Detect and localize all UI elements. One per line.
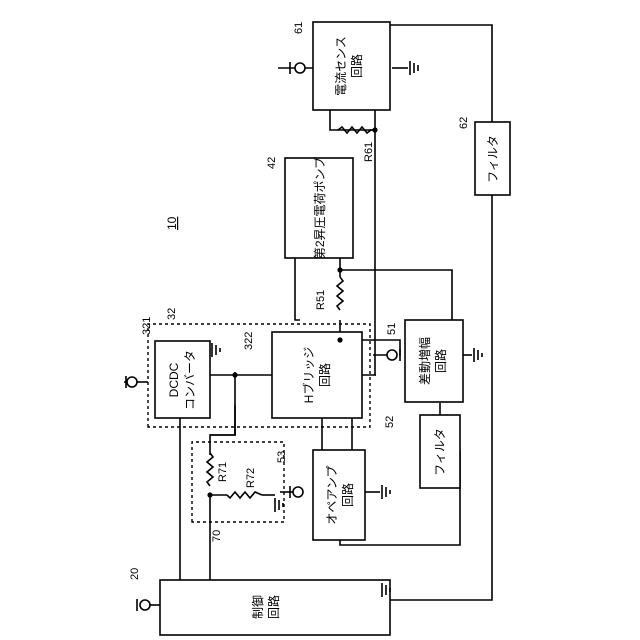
hbridge-label-2: 回路 <box>317 363 332 387</box>
dcdc-label-2: コンバータ <box>183 350 197 410</box>
junction-dot <box>337 267 342 272</box>
ground-symbol <box>410 61 418 75</box>
current-sense-label-2: 回路 <box>349 54 364 78</box>
block-opamp <box>313 450 365 540</box>
resistor-r71 <box>207 453 213 486</box>
ref-52: 52 <box>384 416 396 428</box>
ref-20: 20 <box>129 568 141 580</box>
control-label-2: 回路 <box>266 595 281 619</box>
ref-62: 62 <box>458 117 470 129</box>
ref-53: 53 <box>276 451 288 463</box>
junction-dot <box>372 127 377 132</box>
r71-label: R71 <box>217 462 229 482</box>
control-label-1: 制御 <box>250 595 265 619</box>
ref-61: 61 <box>293 22 305 34</box>
opamp-label-2: 回路 <box>340 483 355 507</box>
ground-symbol <box>382 485 390 499</box>
ref-42: 42 <box>266 157 278 169</box>
r61-label: R61 <box>363 142 375 162</box>
ground-symbol <box>275 498 283 512</box>
ref-70: 70 <box>211 530 223 542</box>
ref-32: 32 <box>166 308 178 320</box>
ground-symbol <box>212 343 220 357</box>
resistor-r72 <box>227 492 262 498</box>
filter-62-label: フィルタ <box>486 135 500 183</box>
dcdc-label-1: DCDC <box>167 362 181 397</box>
ref-51: 51 <box>386 323 398 335</box>
supply-symbol <box>137 599 150 611</box>
hbridge-label-1: Hブリッジ <box>301 347 316 404</box>
r72-label: R72 <box>245 468 257 488</box>
ref-321: 321 <box>141 317 153 335</box>
resistor-r51 <box>337 277 343 310</box>
supply-symbol <box>387 349 400 361</box>
junction-dot <box>337 337 342 342</box>
block-hbridge <box>272 332 362 418</box>
diff-amp-label-1: 差動増幅 <box>417 337 432 385</box>
figure-label: 10 <box>165 216 179 230</box>
ref-322: 322 <box>243 332 255 350</box>
supply-symbol <box>278 62 305 74</box>
supply-symbol <box>124 376 137 388</box>
filter-52-label: フィルタ <box>433 428 447 476</box>
ground-symbol <box>474 348 482 362</box>
junction-dot <box>232 372 237 377</box>
charge-pump-label: 第2昇圧電荷ポンプ <box>313 157 327 259</box>
opamp-label-1: オペアンプ <box>325 465 339 524</box>
r51-label: R51 <box>315 290 327 310</box>
junction-dot <box>207 492 212 497</box>
diff-amp-label-2: 回路 <box>433 349 448 373</box>
group-70-outline <box>192 442 284 522</box>
current-sense-label-1: 電流センス <box>334 36 348 96</box>
